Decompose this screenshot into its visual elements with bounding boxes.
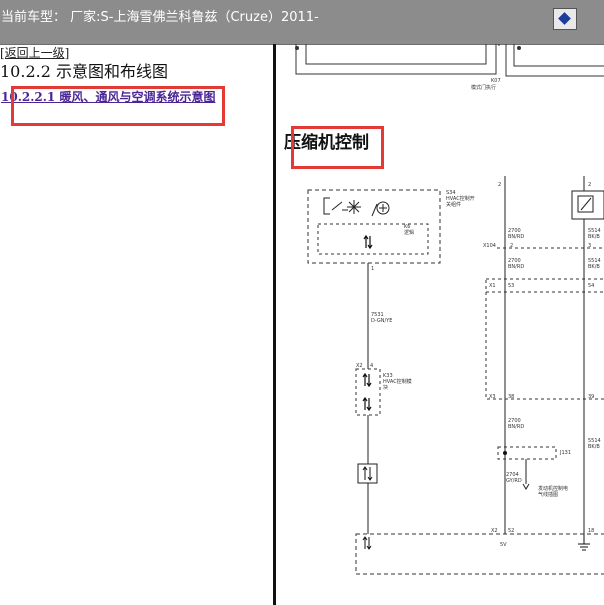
indicator-lamp-icon — [371, 201, 390, 217]
col2-wire-b-num: 2700 — [508, 258, 521, 264]
col3-pin-x104: 3 — [588, 243, 591, 249]
connector-dot — [295, 46, 299, 50]
pin-1: 1 — [371, 266, 374, 272]
wire-2704-num: 2704 — [506, 472, 519, 478]
j131-splice — [497, 446, 557, 460]
top-label-1: K07 — [491, 78, 501, 84]
j131-label: J131 — [559, 450, 571, 456]
x2b-label: X2 — [491, 528, 498, 534]
col3-pin-x2: 18 — [588, 528, 594, 534]
wire-7531-num: 7531 — [371, 312, 384, 318]
highlight-box-title — [291, 126, 384, 169]
switch-name-2: 关组件 — [446, 201, 461, 208]
diagram-title: 压缩机控制 — [284, 133, 369, 153]
diamond-icon — [558, 12, 571, 25]
pin-4: 4 — [370, 363, 373, 369]
k33-arrow-icons — [362, 372, 372, 412]
col3-pin-top: 2 — [588, 182, 591, 188]
col2-pin-x104: 2 — [510, 243, 513, 249]
ecm-label-2: 气线插图 — [538, 491, 558, 498]
column3-relay-icon — [577, 195, 594, 213]
connector-dot — [517, 46, 521, 50]
wire-2704-arrow-icon — [522, 483, 530, 490]
section-title: 10.2.2 示意图和布线图 — [0, 62, 168, 81]
bidirectional-arrow-icon — [363, 234, 373, 250]
col3-wire-b-color: BK/B — [588, 264, 600, 270]
schematic-link[interactable]: 10.2.2.1 暖风、通风与空调系统示意图 — [1, 90, 216, 104]
col3-wire-b-num: 5514 — [588, 258, 601, 264]
col3-wire-a-num: 5514 — [588, 228, 601, 234]
k33-name-1: HVAC控制模 — [383, 378, 412, 385]
highlight-box-link — [11, 86, 225, 126]
k6-logic-block — [317, 223, 429, 255]
logic-ref: K6 — [404, 224, 410, 230]
switch-ref: S34 — [446, 190, 456, 196]
bus-arrow-icon — [362, 466, 373, 481]
col3-pin-x3: 39 — [588, 394, 594, 400]
x104-label: X104 — [483, 243, 496, 249]
col3-wire-a-color: BK/B — [588, 234, 600, 240]
bus-connector-box — [357, 463, 378, 484]
back-link[interactable]: [返回上一级] — [0, 46, 70, 60]
switch-name-1: HVAC控制开 — [446, 195, 475, 202]
col2-wire-a-color: BN/RD — [508, 234, 524, 240]
col2-wire-c-color: BN/RD — [508, 424, 524, 430]
panel-divider[interactable] — [273, 44, 276, 605]
s34-switch-block — [307, 189, 441, 264]
col3-wire-c-num: 5514 — [588, 438, 601, 444]
top-toolbar: 当前车型： 厂家:S-上海雪佛兰科鲁兹（Cruze）2011- — [0, 0, 604, 45]
toolbar-toggle-button[interactable] — [553, 8, 577, 30]
col2-wire-a-num: 2700 — [508, 228, 521, 234]
ac-switch-icon — [323, 197, 361, 215]
ecm-connector-block — [355, 533, 604, 575]
vehicle-label: 当前车型： 厂家:S-上海雪佛兰科鲁兹（Cruze）2011- — [1, 10, 319, 25]
col2-pin-x2: 52 — [508, 528, 514, 534]
col2-pin-x3: 38 — [508, 394, 514, 400]
col2-pin-top: 2 — [498, 182, 501, 188]
top-label-2: 模式门执行 — [471, 84, 496, 91]
wire-2704-color: GY/RD — [506, 478, 522, 484]
column3-component-box — [571, 190, 604, 220]
left-panel: [返回上一级] 10.2.2 示意图和布线图 10.2.2.1 暖风、通风与空调… — [0, 44, 272, 605]
k33-ref: K33 — [383, 373, 393, 379]
k33-module-block — [355, 368, 381, 416]
relay-diagonal — [580, 197, 592, 211]
voltage-label: 5V — [500, 542, 507, 548]
x3-label: X3 — [489, 394, 496, 400]
diagram-panel: 压缩机控制 K07 模式门执行 S34 HVAC控制开 — [276, 44, 604, 605]
col3-wire-c-color: BK/B — [588, 444, 600, 450]
wiring-schematic: K07 模式门执行 S34 HVAC控制开 关组件 K6 逻辑 1 7531 — [295, 44, 604, 575]
logic-name: 逻辑 — [404, 229, 414, 236]
col3-pin-x1: 54 — [588, 283, 594, 289]
splice-dot — [503, 451, 507, 455]
top-component-boxes — [295, 44, 604, 77]
k33-name-2: 块 — [383, 384, 388, 391]
col2-wire-b-color: BN/RD — [508, 264, 524, 270]
ecm-arrow-icon — [362, 536, 372, 550]
col2-pin-x1: 53 — [508, 283, 514, 289]
col2-wire-c-num: 2700 — [508, 418, 521, 424]
wire-7531-color: D-GN/YE — [371, 318, 392, 324]
x2-label: X2 — [356, 363, 363, 369]
ecm-label-1: 发动机控制电 — [538, 485, 568, 492]
ground-icon — [578, 534, 590, 551]
x1-label: X1 — [489, 283, 496, 289]
x1-x3-connector-block — [485, 278, 604, 400]
